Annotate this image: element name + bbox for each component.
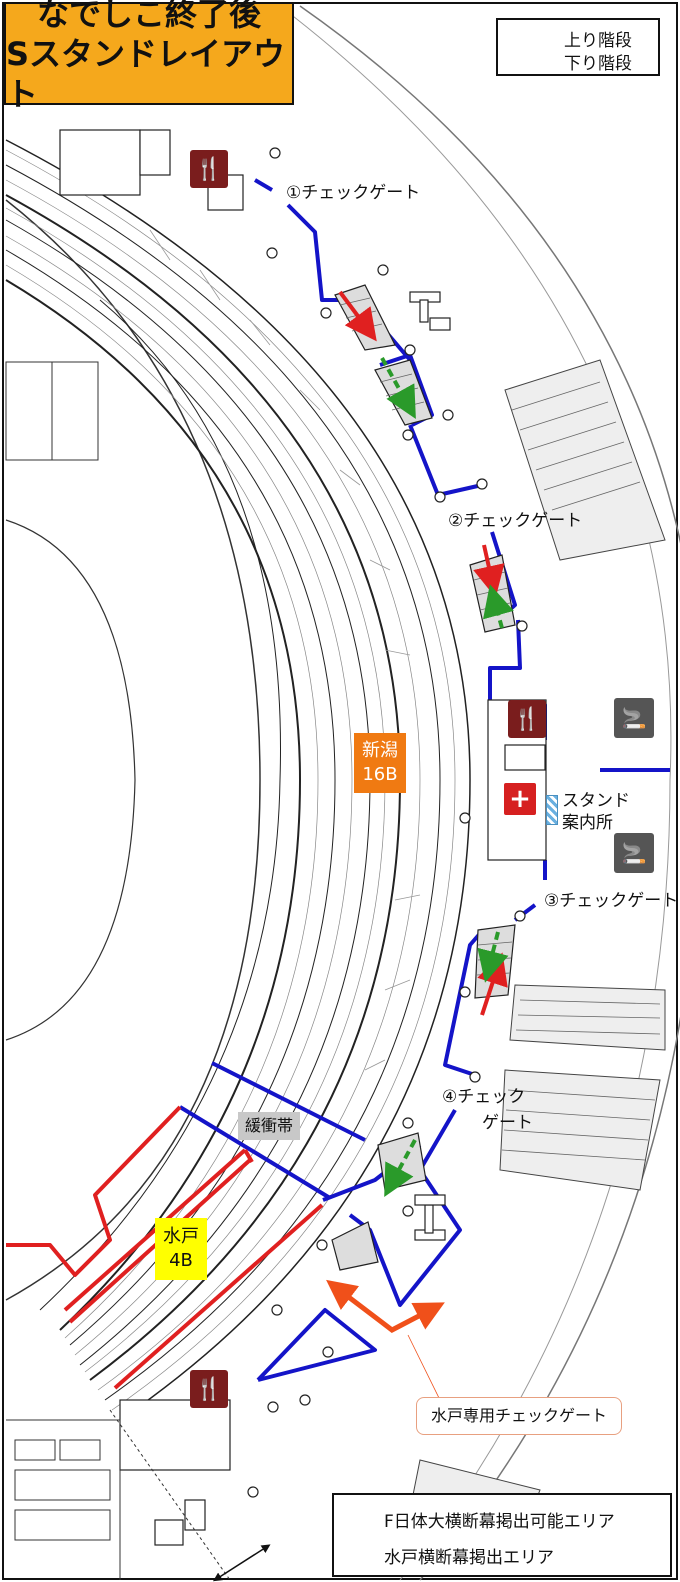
green-area-label: F日体大横断幕掲出可能エリア — [384, 1512, 615, 1532]
fork-knife-icon: 🍴 — [190, 1370, 228, 1408]
niigata-block-tag: 新潟 16B — [354, 733, 406, 793]
banner-area-legend: F日体大横断幕掲出可能エリア 水戸横断幕掲出エリア — [332, 1493, 672, 1577]
check-gate-route — [253, 178, 670, 1382]
red-area-label: 水戸横断幕掲出エリア — [384, 1548, 554, 1568]
mito-block-name: 水戸 — [163, 1226, 199, 1247]
title-line-2: Sスタンドレイアウト — [6, 34, 286, 113]
check-gate-1-label: ①チェックゲート — [286, 183, 421, 203]
fork-knife-icon: 🍴 — [190, 150, 228, 188]
up-stairs-label: 上り階段 — [564, 31, 632, 51]
niigata-block-number: 16B — [362, 764, 398, 785]
niigata-block-name: 新潟 — [362, 740, 398, 761]
smoking-icon: 🚬 — [614, 833, 654, 873]
first-aid-cross-icon: + — [504, 783, 536, 815]
down-stairs-label: 下り階段 — [564, 54, 632, 74]
stairs-legend: 上り階段 下り階段 — [496, 18, 660, 76]
mito-gate-callout: 水戸専用チェックゲート — [416, 1397, 622, 1435]
check-gate-4-label-line1: ④チェック — [442, 1087, 526, 1107]
mito-block-tag: 水戸 4B — [155, 1218, 207, 1280]
title-line-1: なでしこ終了後 — [36, 0, 261, 33]
smoking-icon: 🚬 — [614, 698, 654, 738]
outer-seating — [409, 359, 666, 1541]
fork-knife-icon: 🍴 — [508, 700, 546, 738]
check-gate-3-label: ③チェックゲート — [544, 891, 679, 911]
info-desk-label-line2: 案内所 — [562, 813, 613, 833]
mito-block-number: 4B — [169, 1250, 193, 1271]
page-title: なでしこ終了後 Sスタンドレイアウト — [4, 0, 294, 113]
info-desk-marker — [546, 795, 558, 825]
check-gate-4-label-line2: ゲート — [482, 1113, 533, 1133]
info-desk-label-line1: スタンド — [562, 791, 630, 811]
buffer-zone-tag: 緩衝帯 — [238, 1112, 300, 1140]
check-gate-2-label: ②チェックゲート — [448, 511, 583, 531]
